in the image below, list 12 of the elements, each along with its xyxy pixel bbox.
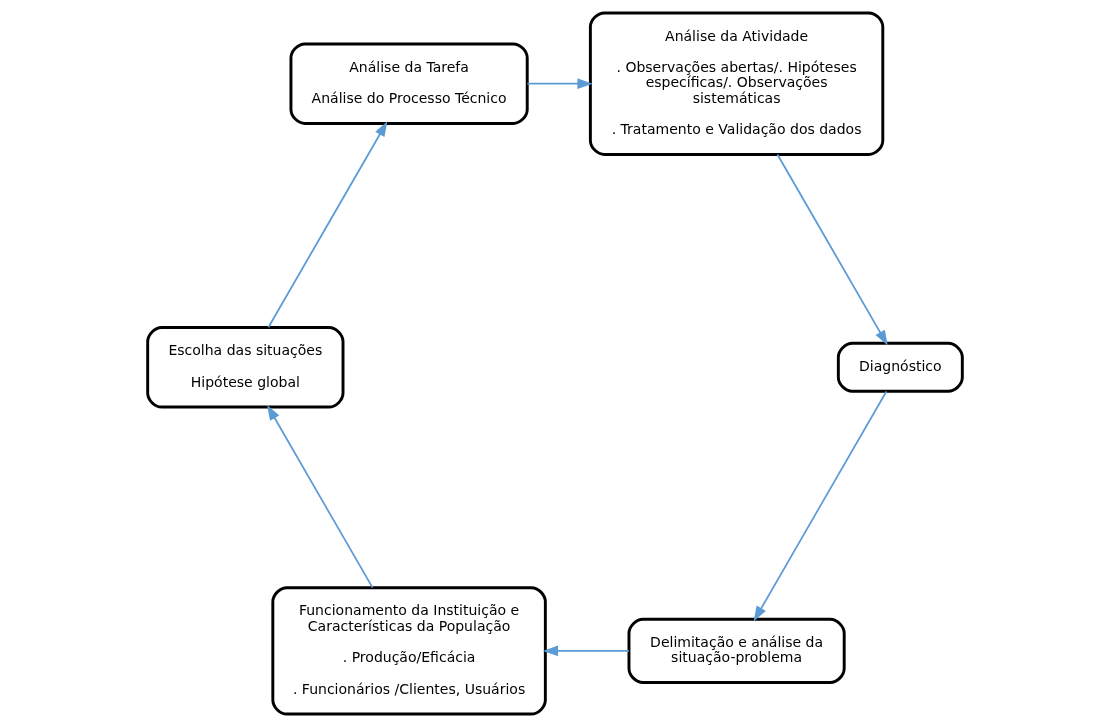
arrow [542, 645, 630, 657]
node-box: Análise da Tarefa Análise do Processo Técnico [289, 42, 529, 125]
arrow [267, 404, 374, 589]
node-box: Diagnóstico [836, 341, 964, 393]
node-box: Escolha das situações Hipótese global [146, 326, 345, 409]
node-box: Delimitação e análise da situação-problema [627, 617, 846, 684]
arrow [753, 390, 888, 622]
arrow [526, 78, 593, 89]
arrow [267, 121, 388, 329]
arrow [776, 153, 888, 346]
node-box: Análise da Atividade . Observações abertas/. Hipóteses específicas/. Observações sistemáticas . Tratamento e Validação dos dados [588, 11, 885, 156]
node-box: Funcionamento da Instituição e Características da População . Produção/Eficácia . Funcionários /Clientes, Usuários [271, 586, 547, 716]
